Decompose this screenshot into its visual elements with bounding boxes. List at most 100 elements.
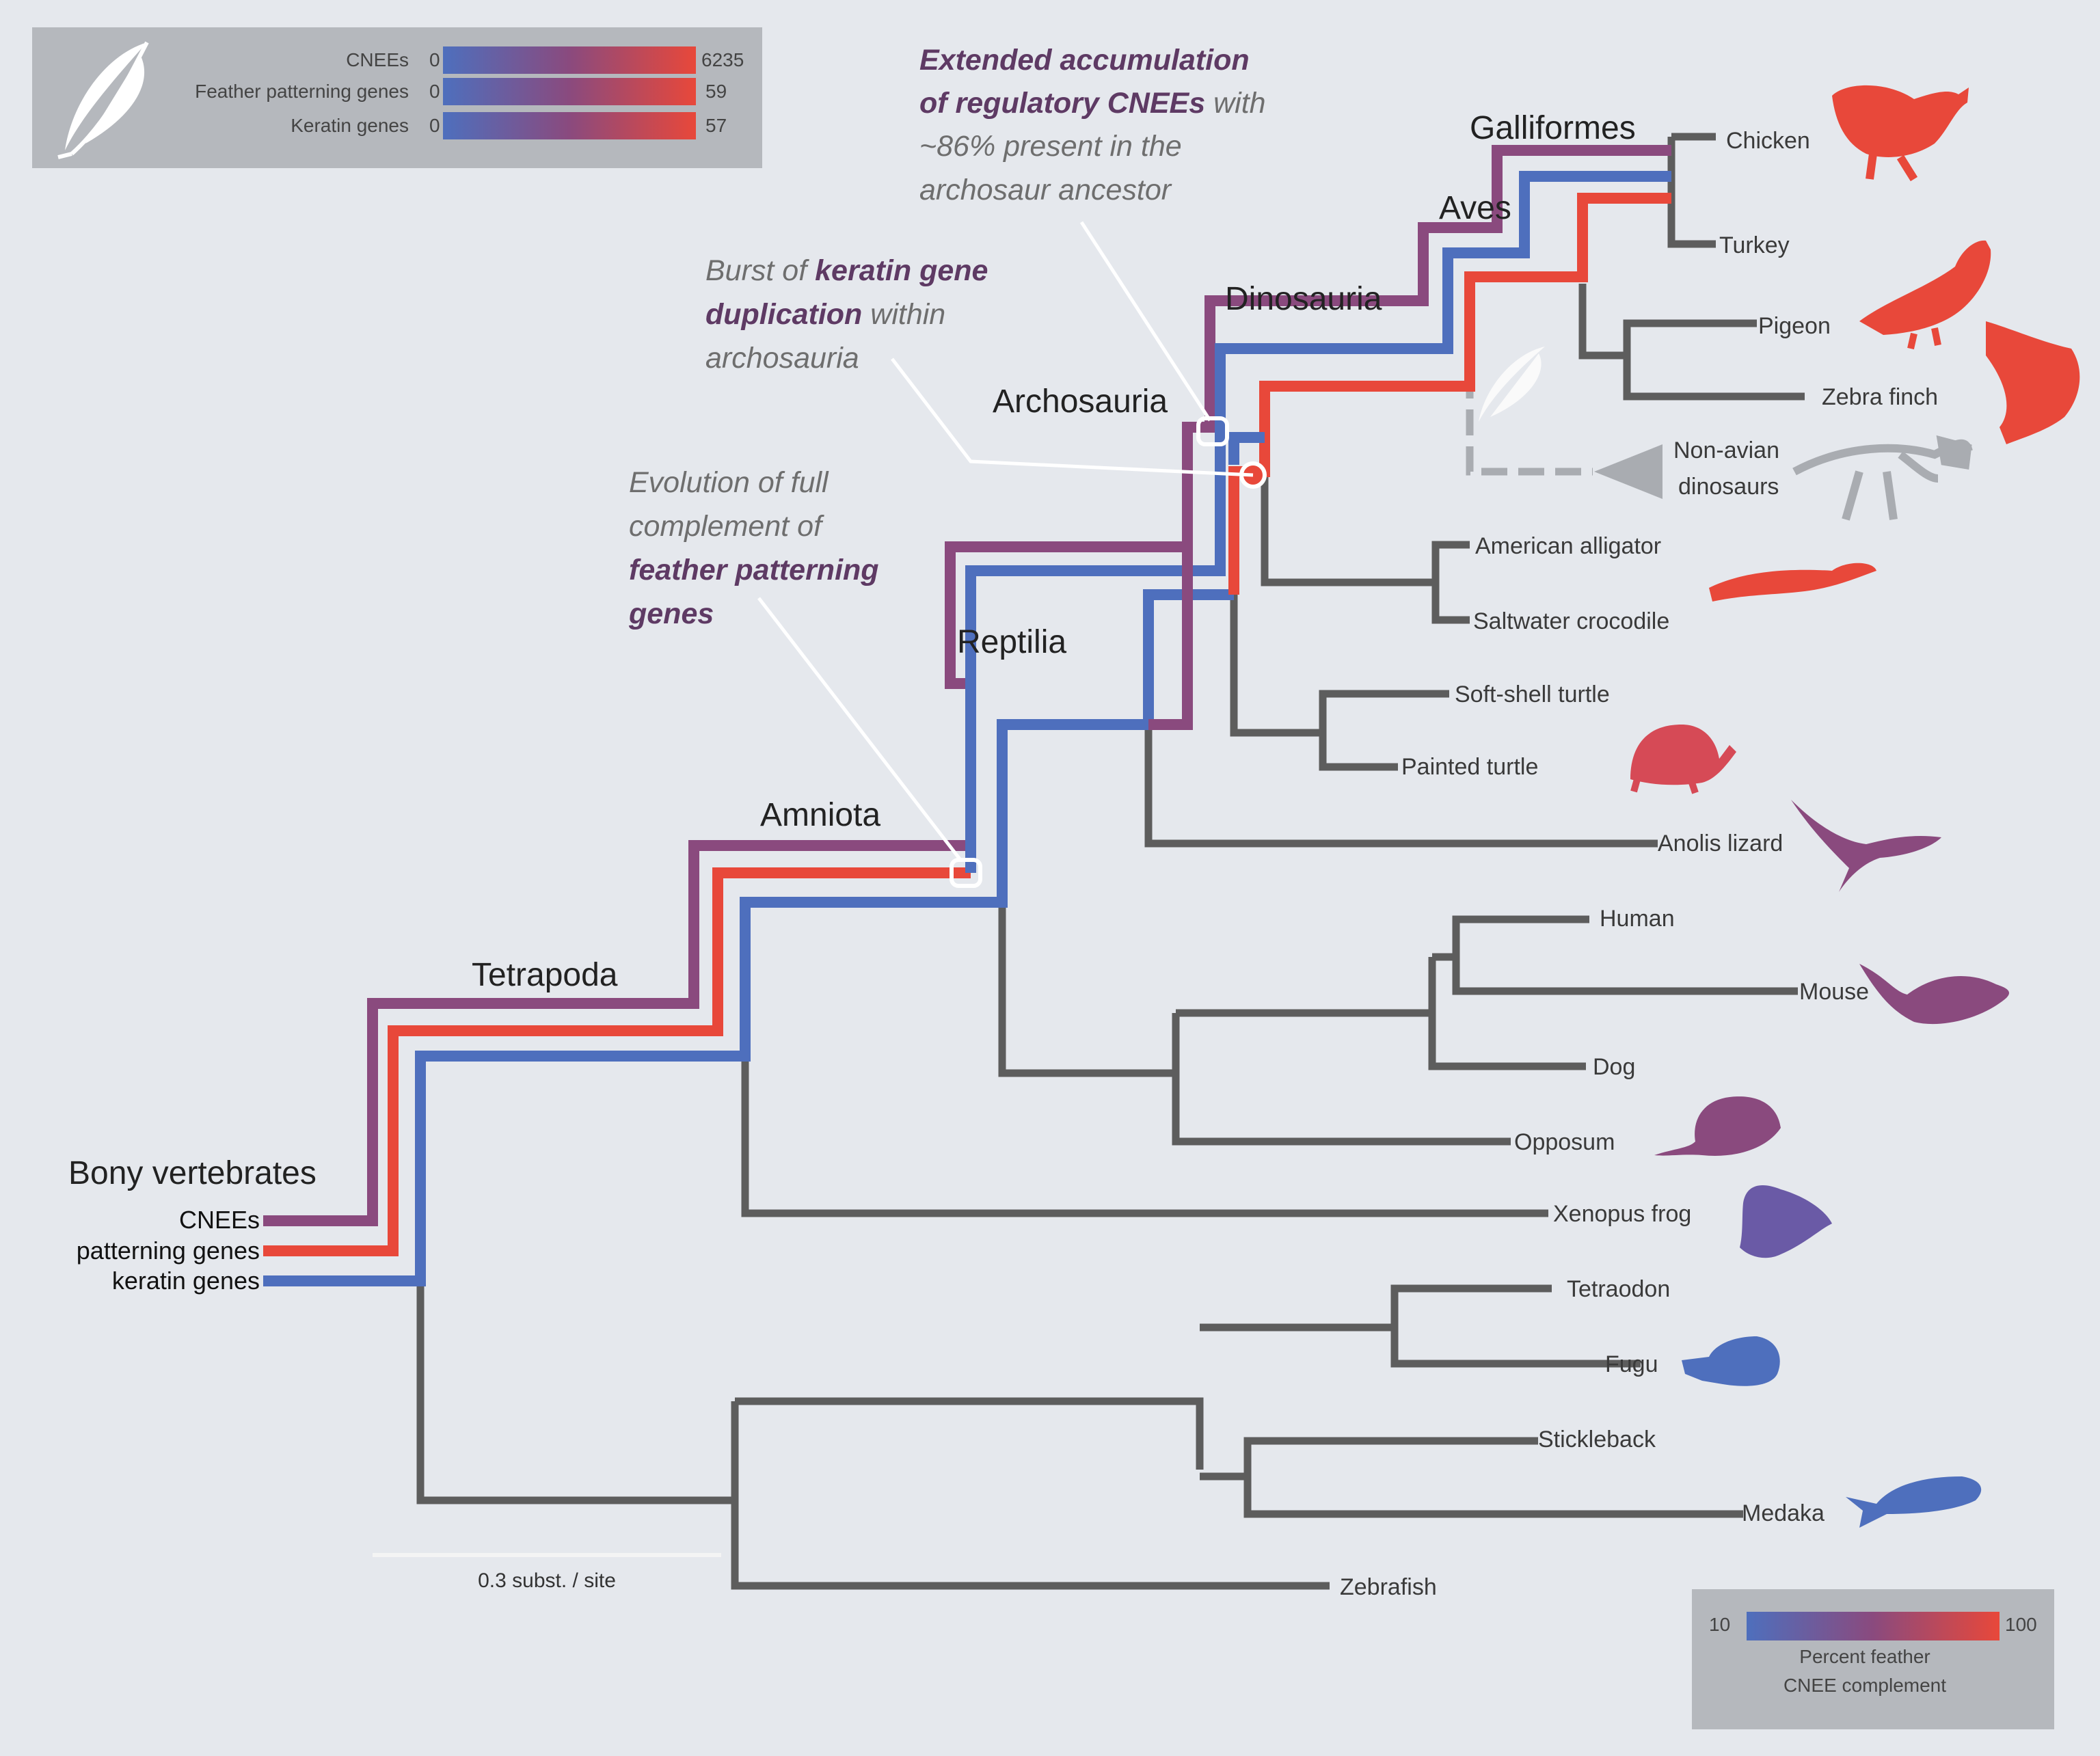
annotation-cnee-line-4: archosaur ancestor: [919, 174, 1172, 206]
legend-max-cnees: 6235: [701, 49, 744, 70]
annotation-keratin-line-1-lead: Burst of: [705, 254, 815, 287]
clade-label-tetrapoda: Tetrapoda: [472, 957, 618, 993]
branch-birds: [1578, 284, 1805, 401]
taxon-label-non-avian-line-1: Non-avian: [1673, 437, 1779, 463]
legend-bottom: 10 100 Percent feather CNEE complement: [1692, 1589, 2054, 1729]
clade-labels: Tetrapoda Amniota Reptilia Archosauria D…: [472, 110, 1636, 993]
legend-top: CNEEs 0 6235 Feather patterning genes 0 …: [32, 27, 762, 168]
zebra-finch-silhouette-icon: [1986, 321, 2080, 444]
clade-label-amniota: Amniota: [760, 797, 880, 833]
clade-label-aves: Aves: [1439, 190, 1511, 226]
clade-label-archosauria: Archosauria: [993, 383, 1168, 420]
branch-tetraodon-fugu: [1200, 1284, 1641, 1368]
legend-label-cnees: CNEEs: [346, 49, 409, 70]
annotation-patterning-line-3: feather patterning: [629, 554, 879, 586]
chicken-silhouette-icon: [1832, 85, 1969, 182]
legend-gradient-keratin: [443, 112, 696, 139]
medaka-fish-silhouette-icon: [1846, 1476, 1982, 1528]
legend-bottom-title-1: Percent feather: [1799, 1646, 1930, 1667]
branch-crocodilians: [1261, 472, 1470, 624]
archosauria-node-marker: [1196, 416, 1229, 446]
legend-max-patterning: 59: [705, 81, 727, 102]
taxon-label-non-avian-line-2: dinosaurs: [1678, 474, 1779, 500]
branch-anolis: [1144, 725, 1658, 848]
cnee-annotation-pointer: [1079, 221, 1212, 422]
taxon-label-xenopus-frog: Xenopus frog: [1553, 1201, 1691, 1227]
taxon-label-zebra-finch: Zebra finch: [1822, 384, 1938, 410]
taxon-label-opposum: Opposum: [1514, 1129, 1615, 1155]
tree-branches: [416, 133, 1805, 1590]
legend-max-keratin: 57: [705, 115, 727, 136]
node-markers: [950, 416, 1267, 888]
keratin-track-segment-1: [263, 589, 1234, 1286]
taxon-label-dog: Dog: [1593, 1054, 1635, 1080]
non-avian-dinosaur-branch: [1466, 373, 1593, 476]
taxon-label-chicken: Chicken: [1726, 128, 1810, 154]
annotation-keratin-line-1-bold: keratin gene: [815, 254, 988, 287]
taxon-label-human: Human: [1600, 906, 1675, 932]
legend-row-cnees: CNEEs 0 6235: [346, 46, 744, 74]
frog-silhouette-icon: [1740, 1185, 1832, 1258]
mouse-silhouette-icon: [1859, 964, 2010, 1025]
track-label-patterning: patterning genes: [77, 1237, 260, 1265]
taxon-label-medaka: Medaka: [1742, 1500, 1825, 1526]
annotation-cnee-line-1: Extended accumulation: [919, 44, 1250, 77]
scale-bar: 0.3 subst. / site: [373, 1553, 721, 1592]
track-overlays: [1148, 432, 1265, 730]
branch-mammal-clade: [1172, 1009, 1511, 1146]
dinosaur-skeleton-icon: [1792, 435, 1973, 521]
clade-label-dinosauria: Dinosauria: [1225, 281, 1382, 317]
cnee-track-segment-1: [263, 840, 971, 1226]
track-label-cnees: CNEEs: [179, 1206, 260, 1234]
annotation-patterning-line-4: genes: [628, 597, 714, 630]
patterning-track-segment-1: [263, 867, 971, 1256]
branch-galliformes: [1667, 133, 1716, 248]
taxon-labels: Chicken Turkey Pigeon Zebra finch Non-av…: [1340, 128, 1938, 1600]
scale-bar-label: 0.3 subst. / site: [478, 1569, 616, 1592]
legend-bottom-title-2: CNEE complement: [1783, 1675, 1946, 1696]
gene-tracks: [263, 145, 1671, 1286]
annotation-patterning-line-1: Evolution of full: [629, 466, 829, 499]
annotation-keratin-line-2-bold: duplication: [705, 298, 862, 331]
legend-row-keratin: Keratin genes 0 57: [291, 112, 727, 139]
branch-turtles: [1230, 595, 1449, 771]
root-label-bony-vertebrates: Bony vertebrates: [68, 1155, 317, 1191]
branch-root-to-fish: [416, 1278, 735, 1504]
taxon-label-stickleback: Stickleback: [1538, 1427, 1656, 1453]
annotation-keratin: Burst of keratin gene duplication within…: [705, 254, 988, 375]
pufferfish-silhouette-icon: [1682, 1336, 1780, 1386]
feather-icon: [57, 41, 149, 159]
non-avian-dinosaur-triangle: [1594, 444, 1662, 499]
taxon-label-american-alligator: American alligator: [1475, 533, 1661, 559]
taxon-label-tetraodon: Tetraodon: [1567, 1276, 1670, 1302]
taxon-label-anolis-lizard: Anolis lizard: [1658, 830, 1783, 856]
branch-mammal-inner: [1428, 915, 1798, 1070]
legend-min-cnees: 0: [429, 49, 440, 70]
legend-gradient-patterning: [443, 78, 696, 105]
patterning-annotation-pointer: [757, 597, 962, 861]
keratin-overlay-upper: [1228, 432, 1265, 465]
opossum-silhouette-icon: [1654, 1096, 1781, 1156]
crocodile-silhouette-icon: [1709, 563, 1876, 602]
annotation-patterning-line-2: complement of: [629, 510, 824, 543]
taxon-label-mouse: Mouse: [1799, 979, 1869, 1005]
annotation-keratin-line-3: archosauria: [705, 342, 859, 375]
dinosaur-feather-icon: [1479, 347, 1545, 422]
branch-mammals: [998, 902, 1176, 1077]
annotation-cnee: Extended accumulation of regulatory CNEE…: [919, 44, 1266, 206]
legend-min-patterning: 0: [429, 81, 440, 102]
legend-label-keratin: Keratin genes: [291, 115, 409, 136]
annotation-cnee-line-3: ~86% present in the: [919, 130, 1182, 163]
branch-fish-split: [735, 1397, 1204, 1470]
annotation-cnee-line-2-bold: of regulatory CNEEs: [919, 87, 1205, 120]
cnee-overlay-upper: [1148, 547, 1193, 730]
branch-fish-clade: [731, 1401, 1330, 1590]
legend-row-patterning: Feather patterning genes 0 59: [195, 78, 727, 105]
legend-bottom-gradient: [1747, 1612, 2000, 1640]
pigeon-silhouette-icon: [1859, 240, 1991, 350]
animal-silhouettes: [1630, 85, 2080, 1528]
turtle-silhouette-icon: [1630, 725, 1736, 794]
legend-gradient-cnees: [443, 46, 696, 74]
annotation-pointers: [757, 221, 1254, 861]
